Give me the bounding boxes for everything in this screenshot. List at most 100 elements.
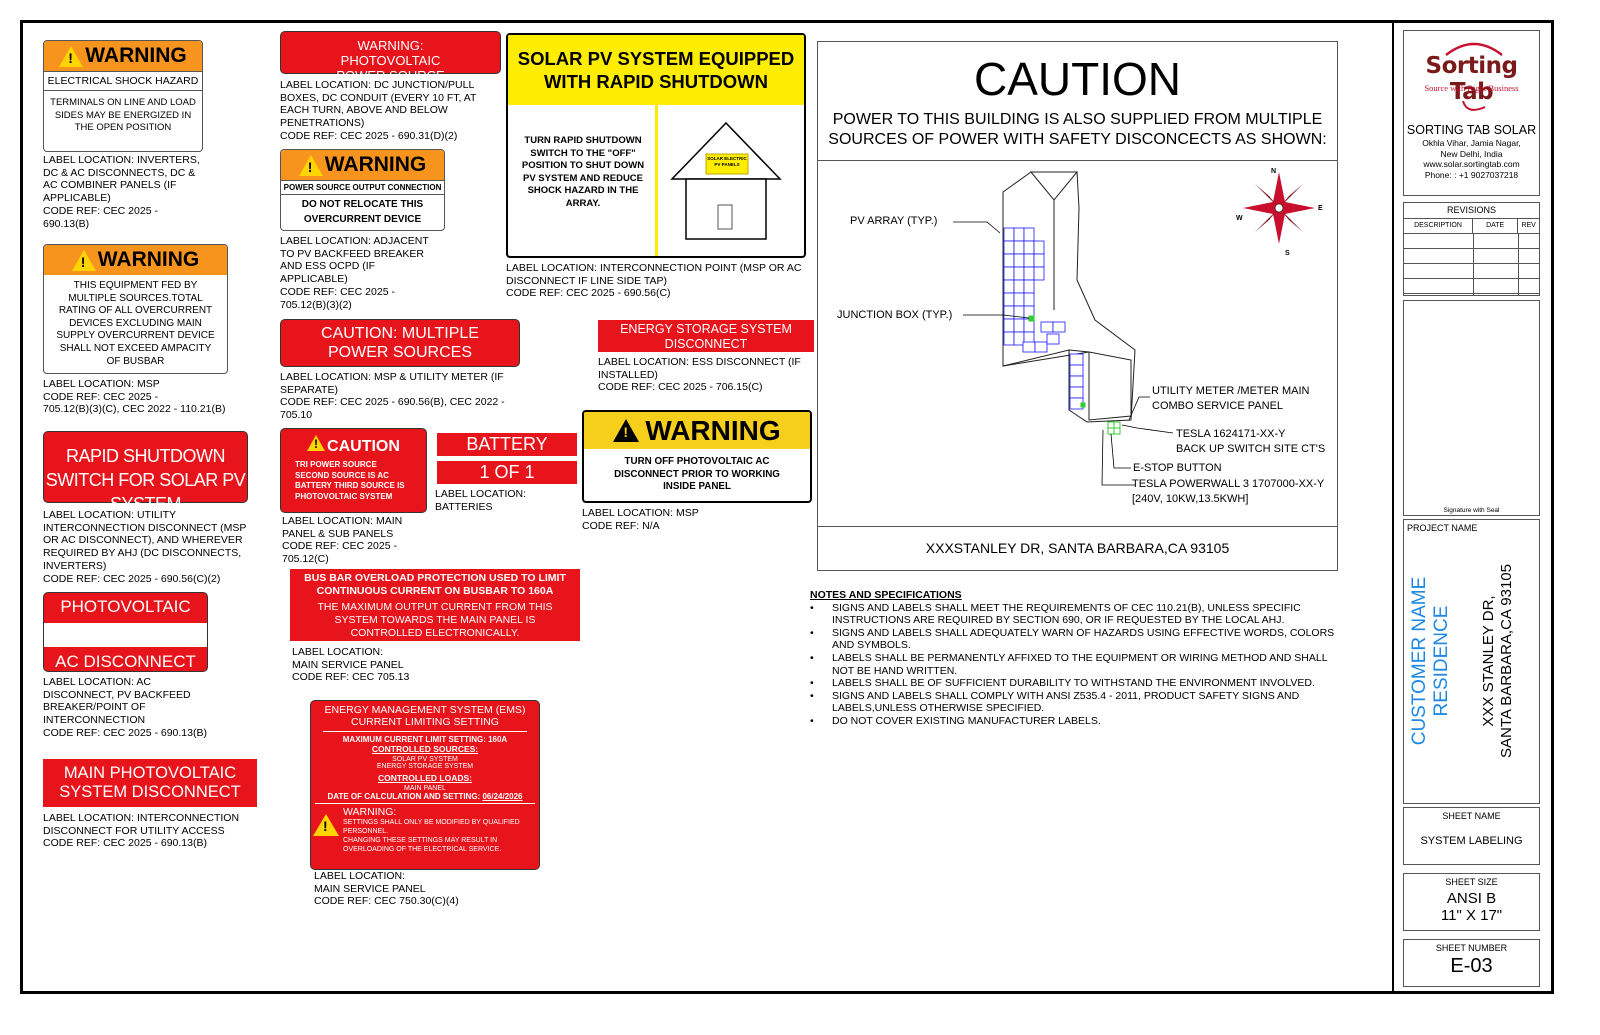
warning-multiple-sources-label: !WARNING THIS EQUIPMENT FED BY MULTIPLE … <box>43 244 228 374</box>
notes-title: NOTES AND SPECIFICATIONS <box>810 589 962 601</box>
battery-count-label: 1 OF 1 <box>437 461 577 484</box>
compass-north: N <box>1271 168 1277 175</box>
note-item: •DO NOT COVER EXISTING MANUFACTURER LABE… <box>810 714 1101 727</box>
white-stripe <box>44 623 207 647</box>
note-item: •SIGNS AND LABELS SHALL COMPLY WITH ANSI… <box>810 689 1300 715</box>
warning-triangle-icon: ! <box>71 249 96 271</box>
warning-triangle-icon: ! <box>298 154 323 176</box>
revisions-grid <box>1404 234 1539 295</box>
warning-subtitle: ELECTRICAL SHOCK HAZARD <box>44 71 202 91</box>
sheet-size-block: SHEET SIZE ANSI B 11" X 17" <box>1403 873 1540 931</box>
note-item: •LABELS SHALL BE OF SUFFICIENT DURABILIT… <box>810 677 1315 690</box>
label-location-text: LABEL LOCATION: INTERCONNECTION POINT (M… <box>506 262 802 300</box>
ems-max-current: MAXIMUM CURRENT LIMIT SETTING: 160A <box>342 735 508 744</box>
notes-list: •SIGNS AND LABELS SHALL MEET THE REQUIRE… <box>810 602 1350 728</box>
label-location-text: LABEL LOCATION: INVERTERS, DC & AC DISCO… <box>43 154 200 230</box>
warning-body: THIS EQUIPMENT FED BY MULTIPLE SOURCES.T… <box>56 280 215 367</box>
sheet-number-label: SHEET NUMBER <box>1435 943 1508 953</box>
label-location-text: LABEL LOCATION: ADJACENT TO PV BACKFEED … <box>280 235 429 311</box>
rsd-title: SOLAR PV SYSTEM EQUIPPED WITH RAPID SHUT… <box>508 35 804 105</box>
company-block: Sorting Tab Source with Right Business S… <box>1403 30 1540 196</box>
project-address: XXX STANLEY DR, SANTA BARBARA,CA 93105 <box>1480 564 1515 758</box>
pv-power-source-label: WARNING: PHOTOVOLTAIC POWER SOURCE <box>280 31 501 83</box>
label-top-text: PHOTOVOLTAIC <box>60 597 191 616</box>
revisions-title: REVISIONS <box>1404 203 1539 219</box>
warning-header: !WARNING <box>281 150 444 180</box>
label-location-text: LABEL LOCATION: MAIN SERVICE PANEL CODE … <box>314 870 459 908</box>
photovoltaic-ac-disconnect-label: PHOTOVOLTAIC AC DISCONNECT <box>43 592 208 672</box>
company-tagline: Source with Right Business <box>1424 83 1519 93</box>
customer-name: CUSTOMER NAME RESIDENCE <box>1409 576 1452 746</box>
busbar-bold-text: BUS BAR OVERLOAD PROTECTION USED TO LIMI… <box>304 572 566 597</box>
caution-panel: CAUTION POWER TO THIS BUILDING IS ALSO S… <box>817 41 1338 571</box>
title-block-divider <box>1392 20 1394 994</box>
sheet-name-label: SHEET NAME <box>1442 811 1501 821</box>
logo-arc-icon <box>1445 42 1503 56</box>
ess-disconnect-label: ENERGY STORAGE SYSTEM DISCONNECT <box>598 320 814 352</box>
warning-triangle-icon: ! <box>59 45 84 67</box>
label-location-text: LABEL LOCATION: BATTERIES <box>435 488 527 513</box>
label-location-text: LABEL LOCATION: MAIN PANEL & SUB PANELS … <box>282 515 403 566</box>
bullet-icon: • <box>810 677 814 690</box>
callout-estop: E-STOP BUTTON <box>1133 462 1222 474</box>
caution-multiple-sources-label: CAUTION: MULTIPLE POWER SOURCES <box>280 319 520 367</box>
sheet-number-block: SHEET NUMBER E-03 <box>1403 939 1540 987</box>
battery-label: BATTERY <box>437 433 577 456</box>
warning-body: TERMINALS ON LINE AND LOAD SIDES MAY BE … <box>50 97 196 133</box>
warning-body: TURN OFF PHOTOVOLTAIC AC DISCONNECT PRIO… <box>614 456 780 492</box>
callout-pv-array: PV ARRAY (TYP.) <box>850 215 938 227</box>
warning-relocate-label: !WARNING POWER SOURCE OUTPUT CONNECTION … <box>280 149 445 231</box>
compass-south: S <box>1285 250 1290 257</box>
project-name-label: PROJECT NAME <box>1407 523 1478 533</box>
house-icon <box>670 121 782 240</box>
warning-header: !WARNING <box>44 245 227 275</box>
warning-triangle-icon: ! <box>313 806 343 854</box>
ems-title: ENERGY MANAGEMENT SYSTEM (EMS) CURRENT L… <box>324 704 526 728</box>
label-location-text: LABEL LOCATION: UTILITY INTERCONNECTION … <box>43 509 247 585</box>
bullet-icon: • <box>810 689 814 702</box>
caution-header: !CAUTION <box>281 429 426 456</box>
warning-triangle-icon: ! <box>613 419 640 442</box>
busbar-protection-label: BUS BAR OVERLOAD PROTECTION USED TO LIMI… <box>290 569 580 641</box>
ems-load-item: MAIN PANEL <box>404 785 446 792</box>
ems-warning-block: ! WARNING: SETTINGS SHALL ONLY BE MODIFI… <box>313 806 537 854</box>
label-location-text: LABEL LOCATION: DC JUNCTION/PULL BOXES, … <box>280 79 477 142</box>
pv-modules <box>1003 227 1084 410</box>
rsd-yellow-divider <box>655 105 658 256</box>
caution-panel-text: POWER TO THIS BUILDING IS ALSO SUPPLIED … <box>828 111 1327 148</box>
bullet-icon: • <box>810 651 814 664</box>
site-plan-diagram <box>953 171 1315 486</box>
bullet-icon: • <box>810 626 814 639</box>
compass-west: W <box>1236 215 1243 222</box>
sheet-number: E-03 <box>1450 955 1493 977</box>
sheet-size: ANSI B <box>1446 890 1497 907</box>
warning-ac-disconnect-placard: ! WARNING TURN OFF PHOTOVOLTAIC AC DISCO… <box>582 410 812 503</box>
callout-junction-box: JUNCTION BOX (TYP.) <box>837 309 953 321</box>
label-location-text: LABEL LOCATION: MSP CODE REF: N/A <box>582 507 699 532</box>
ems-source-item: SOLAR PV SYSTEM <box>392 756 458 763</box>
rsd-panel-text: SOLAR ELECTRIC PV PANELS <box>707 156 747 167</box>
label-location-text: LABEL LOCATION: MSP & UTILITY METER (IF … <box>280 371 505 422</box>
caution-panel-divider <box>818 526 1337 527</box>
ems-date: 06/24/2026 <box>482 792 523 801</box>
label-location-text: LABEL LOCATION: ESS DISCONNECT (IF INSTA… <box>598 356 801 394</box>
warning-body: DO NOT RELOCATE THIS OVERCURRENT DEVICE <box>301 199 424 225</box>
label-bottom-text: AC DISCONNECT <box>55 652 196 671</box>
note-item: •LABELS SHALL BE PERMANENTLY AFFIXED TO … <box>810 651 1328 677</box>
ems-current-limit-label: ENERGY MANAGEMENT SYSTEM (EMS) CURRENT L… <box>310 700 540 870</box>
compass-icon <box>1243 172 1315 244</box>
ems-sources-header: CONTROLLED SOURCES: <box>371 744 479 754</box>
ems-divider <box>315 803 535 804</box>
note-item: •SIGNS AND LABELS SHALL MEET THE REQUIRE… <box>810 601 1301 627</box>
warning-shock-label: !WARNING ELECTRICAL SHOCK HAZARD TERMINA… <box>43 40 203 152</box>
bullet-icon: • <box>810 601 814 614</box>
sheet-name: SYSTEM LABELING <box>1420 835 1523 847</box>
note-item: •SIGNS AND LABELS SHALL ADEQUATELY WARN … <box>810 626 1335 652</box>
callout-powerwall: TESLA POWERWALL 3 1707000-XX-Y[240V, 10K… <box>1132 478 1325 505</box>
solar-panel-icon <box>705 153 749 175</box>
caution-body: TRI POWER SOURCE SECOND SOURCE IS AC BAT… <box>295 460 405 501</box>
sheet-size-dims: 11" X 17" <box>1440 907 1503 924</box>
company-name: SORTING TAB SOLAR <box>1406 123 1537 137</box>
drawing-frame <box>20 20 1554 994</box>
